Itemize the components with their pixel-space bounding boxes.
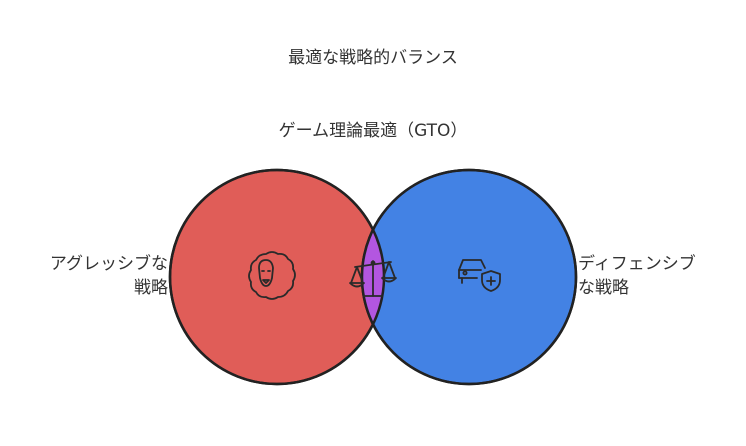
- defensive-strategy-label: ディフェンシブ な戦略: [578, 252, 696, 300]
- aggressive-label-line2: 戦略: [134, 278, 168, 298]
- car-shield-icon: [458, 259, 501, 292]
- balance-scale-icon: [349, 260, 397, 297]
- overlap-label: ゲーム理論最適（GTO）: [278, 121, 468, 141]
- aggressive-strategy-label: アグレッシブな 戦略: [50, 252, 168, 300]
- diagram-title: 最適な戦略的バランス: [288, 48, 458, 68]
- lion-icon: [248, 251, 296, 300]
- defensive-label-line2: な戦略: [578, 278, 629, 298]
- aggressive-label-line1: アグレッシブな: [49, 254, 168, 274]
- defensive-circle-outline: [360, 168, 578, 386]
- defensive-label-line1: ディフェンシブ: [578, 254, 696, 274]
